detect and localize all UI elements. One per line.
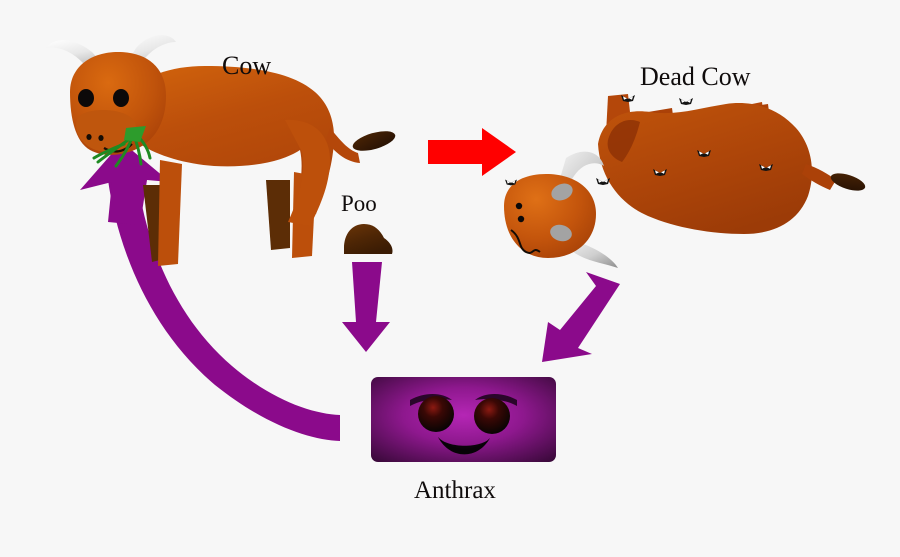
anthrax-eyebrow-right [475, 394, 517, 406]
poo-figure [344, 224, 393, 254]
arrow-dead-cow-to-anthrax [542, 272, 620, 362]
fly-icon [759, 164, 773, 171]
fly-icon [697, 150, 711, 157]
dead-cow-head [504, 174, 596, 258]
cow-front-leg-far [266, 180, 290, 250]
arrow-cow-to-dead-cow [428, 128, 516, 176]
cow-muzzle [76, 110, 136, 152]
dead-cow-figure [504, 94, 866, 268]
dead-cow-ear-lower [550, 224, 572, 242]
dead-cow-eye-1 [515, 202, 523, 210]
label-poo: Poo [341, 191, 377, 216]
grass-blade-main [124, 126, 146, 142]
label-anthrax: Anthrax [414, 477, 496, 504]
fly-swarm [505, 95, 773, 186]
cow-eye-right [113, 89, 129, 107]
dead-cow-horn-upper [556, 151, 604, 202]
anthrax-eye-right [474, 398, 510, 434]
dead-cow-mouth [510, 229, 541, 254]
label-dead-cow: Dead Cow [640, 62, 751, 91]
cow-figure [46, 35, 396, 266]
cow-haunch [285, 119, 330, 226]
cow-nostril-left [86, 134, 92, 140]
fly-icon [596, 178, 610, 185]
cow-eye-left [78, 89, 94, 107]
fly-icon [653, 169, 667, 176]
fly-icon [621, 95, 635, 102]
dead-cow-body [598, 103, 812, 234]
cow-tail [326, 128, 360, 163]
fly-icon [679, 98, 693, 105]
fly-icon [505, 179, 517, 186]
arrow-anthrax-to-cow [80, 142, 340, 441]
dead-cow-tail [802, 164, 836, 190]
cow-body [122, 66, 335, 214]
dead-cow-shadow [607, 120, 640, 162]
anthrax-eye-left [418, 396, 454, 432]
arrow-poo-to-anthrax [342, 262, 390, 352]
label-cow: Cow [222, 51, 272, 80]
dead-cow-eye-2 [517, 215, 525, 223]
cow-tail-tuft [352, 131, 396, 151]
anthrax-box [371, 377, 556, 462]
dead-cow-tail-tuft [830, 173, 866, 191]
cow-nostril-right [98, 135, 104, 141]
cow-back-leg-near [158, 160, 182, 266]
dead-cow-ear-upper [551, 183, 573, 201]
